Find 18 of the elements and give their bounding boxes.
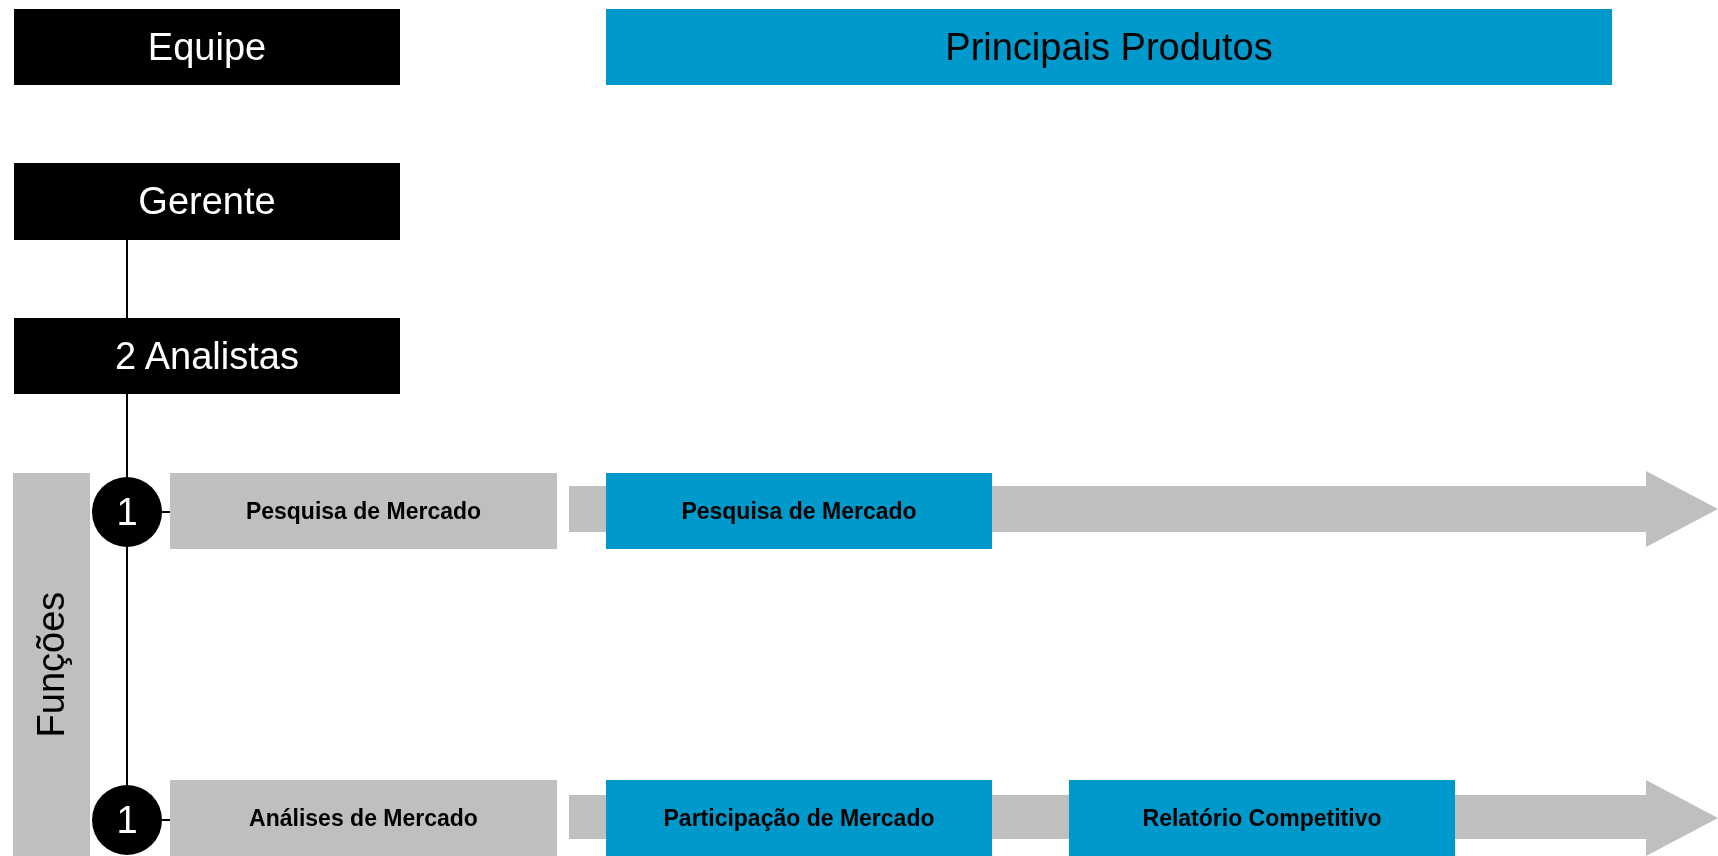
function-box: Análises de Mercado xyxy=(170,780,557,856)
header-box: Principais Produtos xyxy=(606,9,1612,85)
product-box: Participação de Mercado xyxy=(606,780,992,856)
role-box: Gerente xyxy=(14,163,400,240)
connector-line xyxy=(126,239,128,319)
number-circle: 1 xyxy=(92,477,162,547)
connector-line xyxy=(126,393,128,478)
connector-line xyxy=(161,819,171,821)
header-box: Equipe xyxy=(14,9,400,85)
category-band xyxy=(13,473,90,856)
product-box: Pesquisa de Mercado xyxy=(606,473,992,549)
product-box: Relatório Competitivo xyxy=(1069,780,1455,856)
role-box: 2 Analistas xyxy=(14,318,400,394)
number-circle: 1 xyxy=(92,785,162,855)
connector-line xyxy=(126,546,128,786)
function-box: Pesquisa de Mercado xyxy=(170,473,557,549)
connector-line xyxy=(161,511,171,513)
band-label: Funções xyxy=(30,591,73,738)
